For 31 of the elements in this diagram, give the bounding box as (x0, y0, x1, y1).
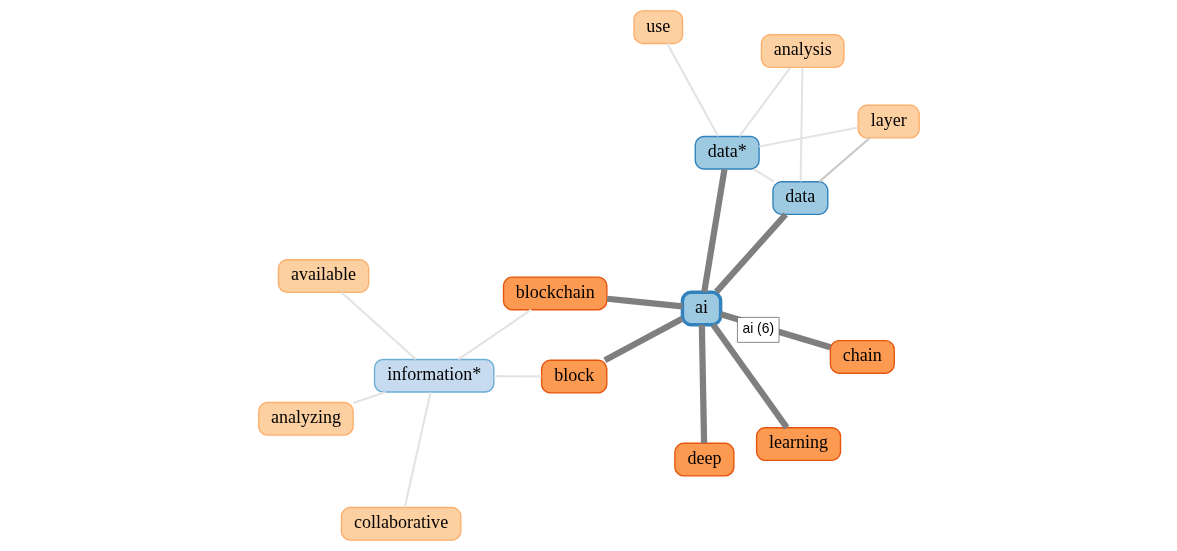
node-box: deep (673, 442, 735, 477)
connector (713, 212, 788, 294)
connector (457, 308, 532, 361)
connector (710, 323, 789, 430)
node-box: ai (680, 290, 722, 327)
connector (352, 391, 386, 404)
connector (752, 168, 774, 183)
connector (700, 168, 728, 293)
connector (403, 391, 432, 508)
node-box: block (540, 359, 607, 394)
connector (340, 291, 417, 361)
connector (665, 43, 719, 137)
node-box: layer (857, 104, 920, 139)
label: ai (6) (741, 320, 774, 337)
connector (698, 324, 707, 444)
connector (818, 137, 870, 183)
node-box: analyzing (257, 401, 354, 436)
node-box: analysis (760, 34, 845, 69)
node-box: learning (755, 427, 841, 461)
node-box: use (632, 10, 683, 45)
node-box: blockchain (502, 276, 608, 311)
node-box: information* (373, 358, 495, 393)
connector (606, 295, 683, 310)
node-box: available (277, 259, 369, 294)
connector (738, 67, 791, 138)
node-box: chain (829, 339, 895, 374)
connector (758, 126, 858, 148)
node-box: collaborative (340, 506, 461, 541)
node-box: data (771, 181, 828, 216)
node-box: data* (694, 135, 760, 170)
connector (602, 316, 684, 363)
